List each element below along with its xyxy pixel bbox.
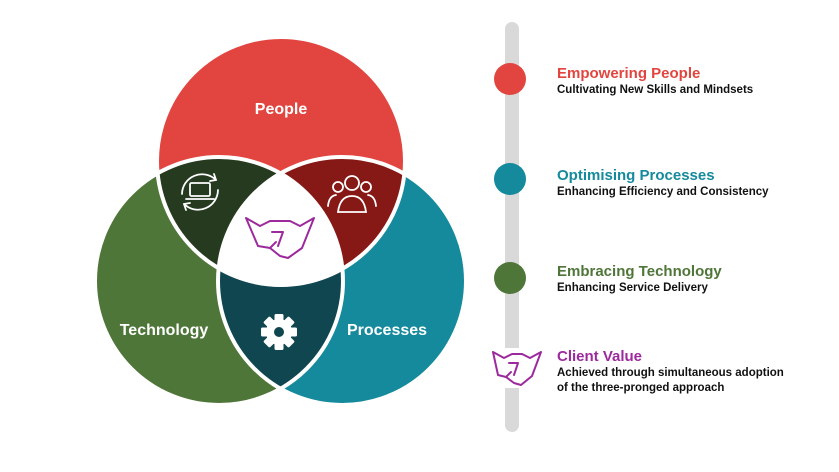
laptop-sync-icon (181, 173, 219, 211)
legend-title: Client Value (557, 348, 643, 365)
venn-diagram: People Technology Processes (93, 35, 468, 407)
people-label: People (255, 101, 308, 118)
legend-title: Empowering People (557, 65, 701, 82)
legend-subtitle: Enhancing Efficiency and Consistency (557, 186, 769, 198)
legend-subtitle-line2: of the three-pronged approach (557, 382, 725, 394)
timeline-rail (505, 22, 519, 432)
legend-subtitle: Enhancing Service Delivery (557, 282, 708, 294)
processes-dot (494, 163, 526, 195)
processes-label: Processes (347, 322, 427, 339)
team-icon (327, 175, 377, 213)
legend-subtitle: Achieved through simultaneous adoption (557, 367, 784, 379)
legend-title: Embracing Technology (557, 263, 722, 280)
gear-icon (261, 314, 297, 350)
technology-dot (494, 262, 526, 294)
legend-title: Optimising Processes (557, 167, 715, 184)
technology-label: Technology (120, 322, 209, 339)
handshake-icon (492, 348, 542, 388)
legend-subtitle: Cultivating New Skills and Mindsets (557, 84, 754, 96)
people-dot (494, 63, 526, 95)
handshake-icon (245, 217, 315, 259)
